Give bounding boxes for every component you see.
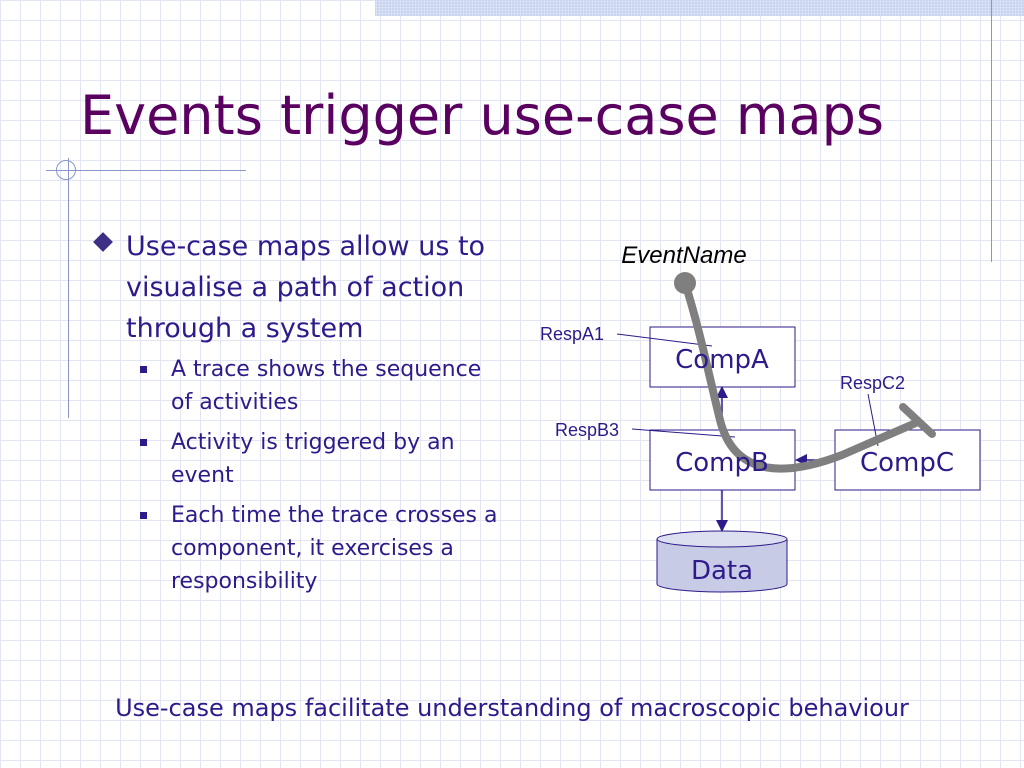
- square-bullet-icon: [140, 439, 147, 446]
- slide-footer: Use-case maps facilitate understanding o…: [115, 694, 909, 722]
- main-bullet-text: Use-case maps allow us to visualise a pa…: [126, 231, 486, 344]
- leader-line-respb3: [631, 428, 736, 438]
- title-circle-ornament: [56, 160, 76, 180]
- decor-vertical-line-left: [68, 158, 69, 418]
- responsibility-label-respb3: RespB3: [555, 420, 619, 440]
- responsibility-label-respc2: RespC2: [840, 373, 905, 393]
- sub-bullet-text: A trace shows the sequence of activities: [171, 357, 482, 415]
- sub-bullet: Each time the trace crosses a component,…: [88, 499, 508, 598]
- top-decor-band: [375, 0, 1024, 16]
- sub-bullet: Activity is triggered by an event: [88, 426, 508, 492]
- bullet-list: Use-case maps allow us to visualise a pa…: [88, 226, 508, 605]
- title-underline: [46, 170, 246, 171]
- slide-title: Events trigger use-case maps: [80, 84, 884, 147]
- sub-bullet-text: Activity is triggered by an event: [171, 430, 455, 488]
- square-bullet-icon: [140, 512, 147, 519]
- main-bullet: Use-case maps allow us to visualise a pa…: [88, 226, 508, 349]
- responsibility-label-respa1: RespA1: [540, 324, 604, 344]
- use-case-trace-path: [681, 279, 922, 473]
- component-label-compc: CompC: [860, 448, 954, 478]
- component-label-compb: CompB: [675, 448, 769, 478]
- data-store-label: Data: [691, 556, 753, 586]
- component-box-compb: [649, 429, 796, 491]
- sub-bullet: A trace shows the sequence of activities: [88, 353, 508, 419]
- square-bullet-icon: [140, 366, 147, 373]
- leader-line-respa1: [616, 333, 713, 347]
- decor-vertical-line-right: [991, 0, 992, 262]
- component-box-compc: [834, 429, 981, 491]
- component-box-compa: [649, 326, 796, 388]
- data-store-cylinder-top: [656, 530, 788, 548]
- trace-end-bar: [899, 403, 936, 438]
- event-name-label: EventName: [621, 242, 746, 269]
- component-label-compa: CompA: [675, 345, 769, 375]
- trace-start-point: [674, 272, 696, 294]
- data-store-cylinder: [656, 539, 788, 593]
- sub-bullet-text: Each time the trace crosses a component,…: [171, 503, 498, 594]
- sub-bullet-list: A trace shows the sequence of activities…: [88, 353, 508, 598]
